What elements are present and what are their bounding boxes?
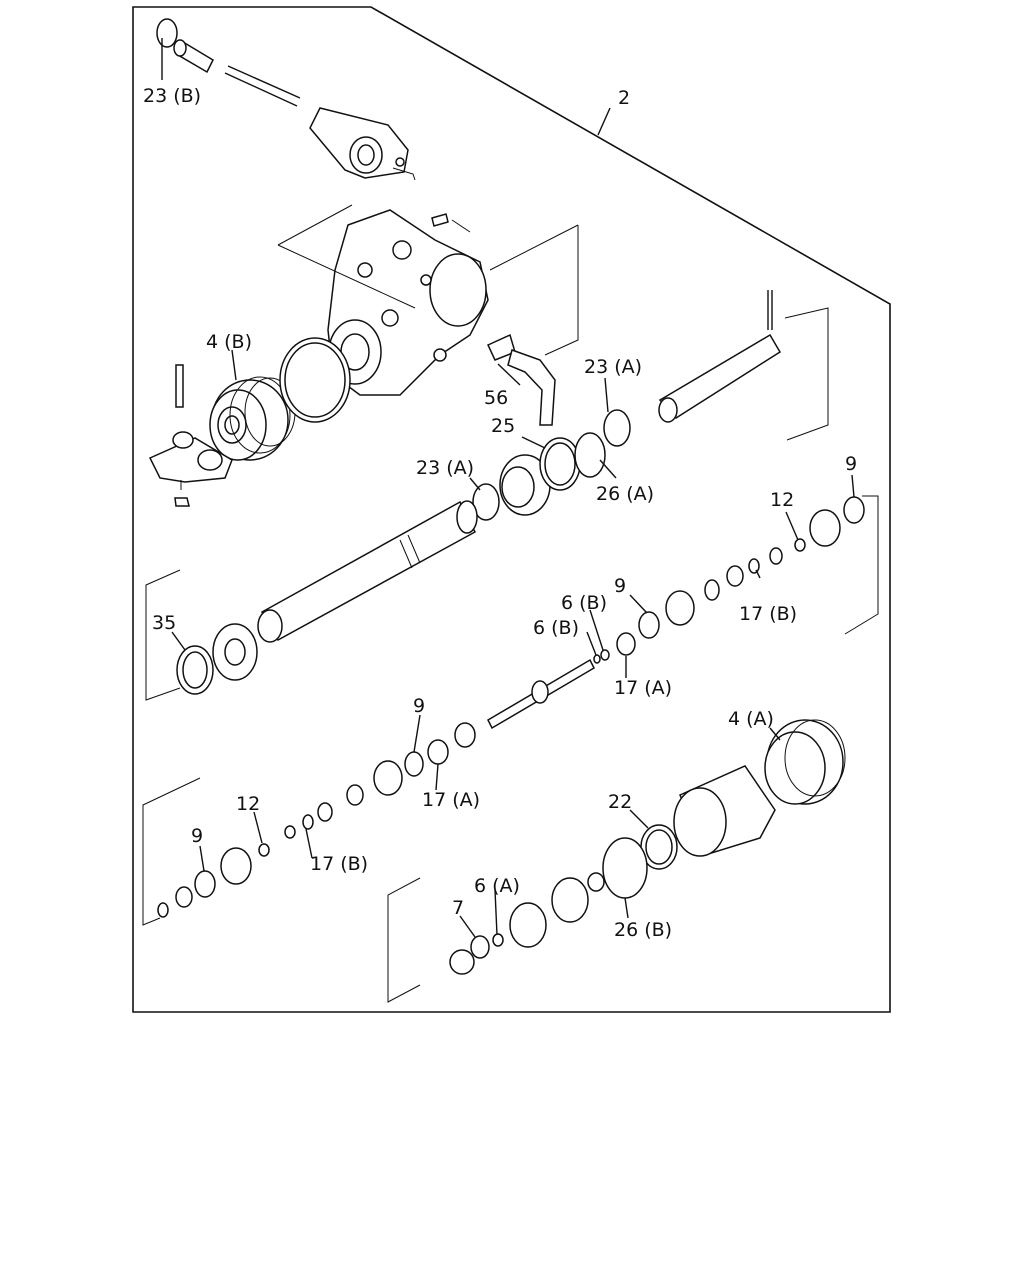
elbow-fitting-56	[487, 333, 556, 426]
label-6b-bottom: 6 (B)	[533, 617, 579, 639]
spool-shaft	[454, 658, 595, 748]
label-9-left: 9	[191, 825, 203, 847]
seal-35	[145, 569, 258, 701]
pin-assembly-top	[156, 18, 416, 181]
label-9-mid: 9	[614, 575, 626, 597]
gear-4b	[209, 376, 296, 461]
label-6b-top: 6 (B)	[561, 592, 607, 614]
ring-seal-large	[279, 337, 351, 423]
label-23a-top: 23 (A)	[584, 356, 642, 378]
label-2: 2	[618, 87, 630, 109]
label-25: 25	[491, 415, 515, 437]
label-4a: 4 (A)	[728, 708, 774, 730]
bottom-parts	[387, 872, 605, 1003]
label-12-right: 12	[770, 489, 794, 511]
snap-ring-23a	[472, 409, 631, 521]
gear-4a	[764, 719, 846, 805]
label-23b: 23 (B)	[143, 85, 201, 107]
label-17b-left: 17 (B)	[310, 853, 368, 875]
valve-body-threaded	[673, 765, 776, 857]
label-17a-lower: 17 (A)	[422, 789, 480, 811]
piston-parts-right	[593, 495, 879, 664]
label-17a-right: 17 (A)	[614, 677, 672, 699]
tie-rod-right	[658, 290, 829, 441]
cylinder-tube	[257, 500, 478, 643]
label-26b: 26 (B)	[614, 919, 672, 941]
label-22: 22	[608, 791, 632, 813]
piston-parts-left	[142, 739, 449, 926]
label-6a: 6 (A)	[474, 875, 520, 897]
ring-26b	[602, 837, 648, 899]
label-35: 35	[152, 612, 176, 634]
seal-25	[499, 437, 581, 516]
label-9-right: 9	[845, 453, 857, 475]
label-17b-right: 17 (B)	[739, 603, 797, 625]
label-4b: 4 (B)	[206, 331, 252, 353]
label-23a-mid: 23 (A)	[416, 457, 474, 479]
leader-lines	[161, 38, 855, 938]
label-26a: 26 (A)	[596, 483, 654, 505]
diagram-frame	[132, 6, 891, 1013]
label-56: 56	[484, 387, 508, 409]
label-7: 7	[452, 897, 464, 919]
callout-labels: 23 (B) 2 4 (B) 56 23 (A) 25 23 (A) 26 (A…	[143, 85, 857, 941]
clevis-bolt	[148, 364, 233, 507]
label-12-left: 12	[236, 793, 260, 815]
ring-26a	[574, 432, 606, 478]
label-9-lower: 9	[413, 695, 425, 717]
ring-22	[640, 824, 678, 870]
